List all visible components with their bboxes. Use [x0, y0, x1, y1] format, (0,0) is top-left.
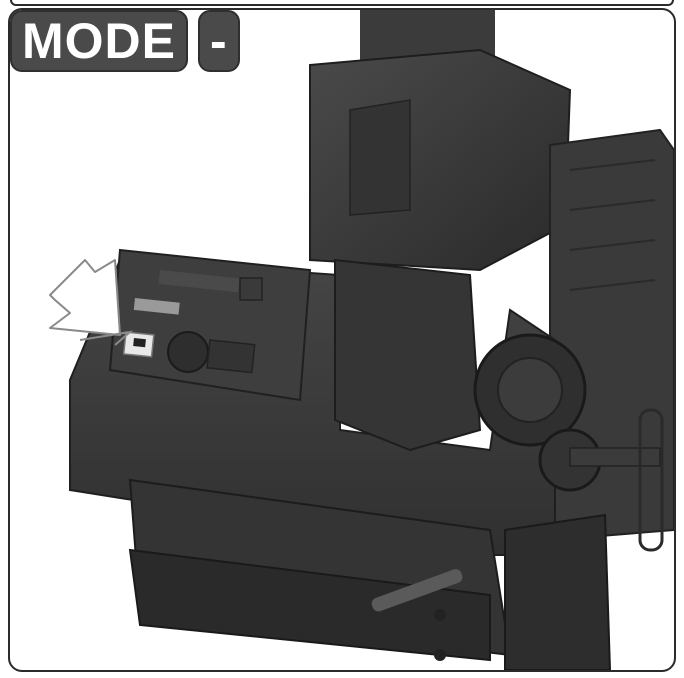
elbow-joint — [334, 258, 482, 452]
minus-label: - — [198, 10, 240, 72]
round-button — [167, 331, 209, 373]
top-rule — [10, 0, 674, 6]
base-screw — [434, 609, 446, 621]
end-cap — [504, 513, 612, 670]
mode-label: MODE — [10, 10, 188, 72]
vertical-slot — [638, 408, 664, 552]
mode-minus-label: MODE - — [10, 10, 240, 72]
mode-indicator-strip — [133, 298, 180, 315]
housing-panel — [349, 99, 411, 216]
device-illustration — [49, 10, 674, 670]
base-handle — [371, 569, 463, 612]
rear-box-ribs — [569, 159, 656, 291]
base-screw — [434, 649, 446, 661]
arrow-pointer-tail — [79, 330, 134, 346]
small-square-key — [239, 277, 263, 301]
upper-housing — [309, 48, 572, 272]
ring-inner — [497, 357, 563, 423]
mode-button-slot — [133, 338, 146, 348]
speaker-grille — [206, 339, 256, 374]
base-lower — [128, 548, 491, 662]
brand-plate — [158, 269, 240, 293]
instruction-panel — [8, 8, 676, 672]
side-lever — [569, 447, 661, 467]
arrow-pointer-icon — [49, 259, 121, 336]
